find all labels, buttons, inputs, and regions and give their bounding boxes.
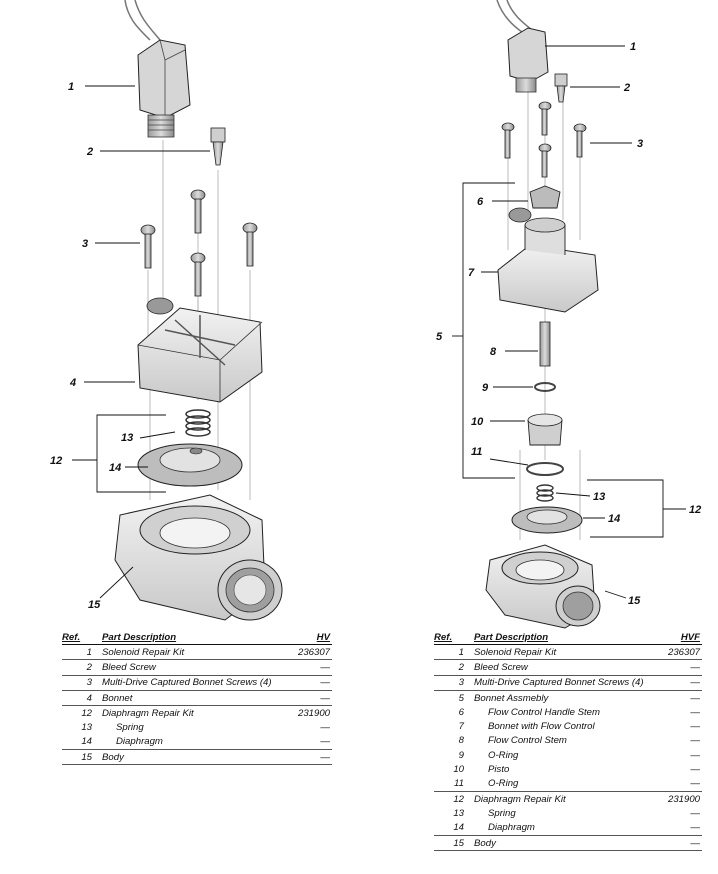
callout-14: 14 [109,462,121,474]
table-row: 13 Spring — [81,722,330,734]
solenoid-part-hvf [496,0,549,93]
callout-5: 5 [436,331,443,343]
body-part [114,494,283,621]
callout-13: 13 [121,432,133,444]
table-row: 14 Diaphragm — [434,820,702,836]
flow-control-handle-part [529,185,561,209]
solenoid-part [124,0,191,138]
col-model: HV [293,632,332,645]
body-part-hvf [485,544,601,629]
table-row: 1 Solenoid Repair Kit 236307 [62,644,332,661]
callout-6: 6 [477,196,484,208]
table-row: 14 Diaphragm — [62,734,332,751]
table-row: 2 Bleed Screw — [434,659,702,676]
table-row: 13 Spring — [453,807,700,819]
table-row: 12 Diaphragm Repair Kit 231900 [81,707,330,719]
table-row: 12 Diaphragm Repair Kit 231900 [453,793,700,805]
diaphragm-part-hvf [511,506,583,534]
left-callouts: 1 2 3 4 13 14 12 15 [50,81,133,611]
hv-parts-table: Ref. Part Description HV 1 Solenoid Repa… [62,632,332,766]
table-row: 3 Multi-Drive Captured Bonnet Screws (4)… [434,675,702,691]
diaphragm-part [137,443,243,487]
table-row: 6 Flow Control Handle Stem — [458,706,700,718]
bonnet-flow-control-part [497,207,599,313]
callout-3: 3 [82,238,88,250]
bleed-screw-part-hvf [554,73,568,103]
callout-14: 14 [608,513,620,525]
table-row: 5 Bonnet Assmebly — [458,692,700,704]
callout-2: 2 [623,82,630,94]
bonnet-screws-part-hvf [501,101,587,178]
spring-part-hvf [536,484,554,502]
table-row: 7 Bonnet with Flow Control — [458,721,700,733]
col-ref: Ref. [62,632,102,645]
table-row: 9 O-Ring — [458,749,700,761]
table-row: 15 Body — [434,835,702,852]
bonnet-screws-part [140,189,258,297]
table-row: 11 O-Ring — [434,776,702,792]
col-model: HVF [663,632,702,645]
left-diagram [72,0,283,621]
callout-12: 12 [689,504,701,516]
bleed-screw-part [210,127,226,166]
table-row: 8 Flow Control Stem — [458,735,700,747]
callout-15: 15 [88,599,101,611]
table-row: 4 Bonnet — [62,690,332,707]
callout-4: 4 [69,377,76,389]
table-row: 2 Bleed Screw — [62,659,332,676]
o-ring-part [534,382,556,392]
callout-10: 10 [471,416,484,428]
bonnet-part [137,297,263,403]
spring-part [185,409,211,437]
table-row: 3 Multi-Drive Captured Bonnet Screws (4)… [62,675,332,691]
callout-13: 13 [593,491,605,503]
callout-7: 7 [468,267,475,279]
callout-11: 11 [471,446,482,458]
right-diagram [452,0,686,629]
col-part: Part Description [102,632,294,645]
table-row: 15 Body — [62,749,332,766]
piston-part [527,413,563,446]
callout-2: 2 [86,146,93,158]
callout-15: 15 [628,595,641,607]
callout-1: 1 [630,41,636,53]
o-ring-part-2 [526,462,564,476]
callout-8: 8 [490,346,497,358]
callout-3: 3 [637,138,643,150]
hvf-parts-table: Ref. Part Description HVF 1 Solenoid Rep… [434,632,702,852]
right-callouts: 1 2 3 6 7 5 8 9 10 11 13 12 14 15 [436,41,701,607]
table-row: 10 Pisto — [453,764,700,776]
col-ref: Ref. [434,632,474,645]
col-part: Part Description [474,632,664,645]
callout-9: 9 [482,382,489,394]
callout-12: 12 [50,455,62,467]
table-row: 1 Solenoid Repair Kit 236307 [434,644,702,661]
flow-control-stem-part [539,321,551,367]
exploded-parts-diagram: 1 2 3 4 13 14 12 15 1 2 3 6 7 5 8 9 10 1… [50,0,701,629]
callout-1: 1 [68,81,74,93]
